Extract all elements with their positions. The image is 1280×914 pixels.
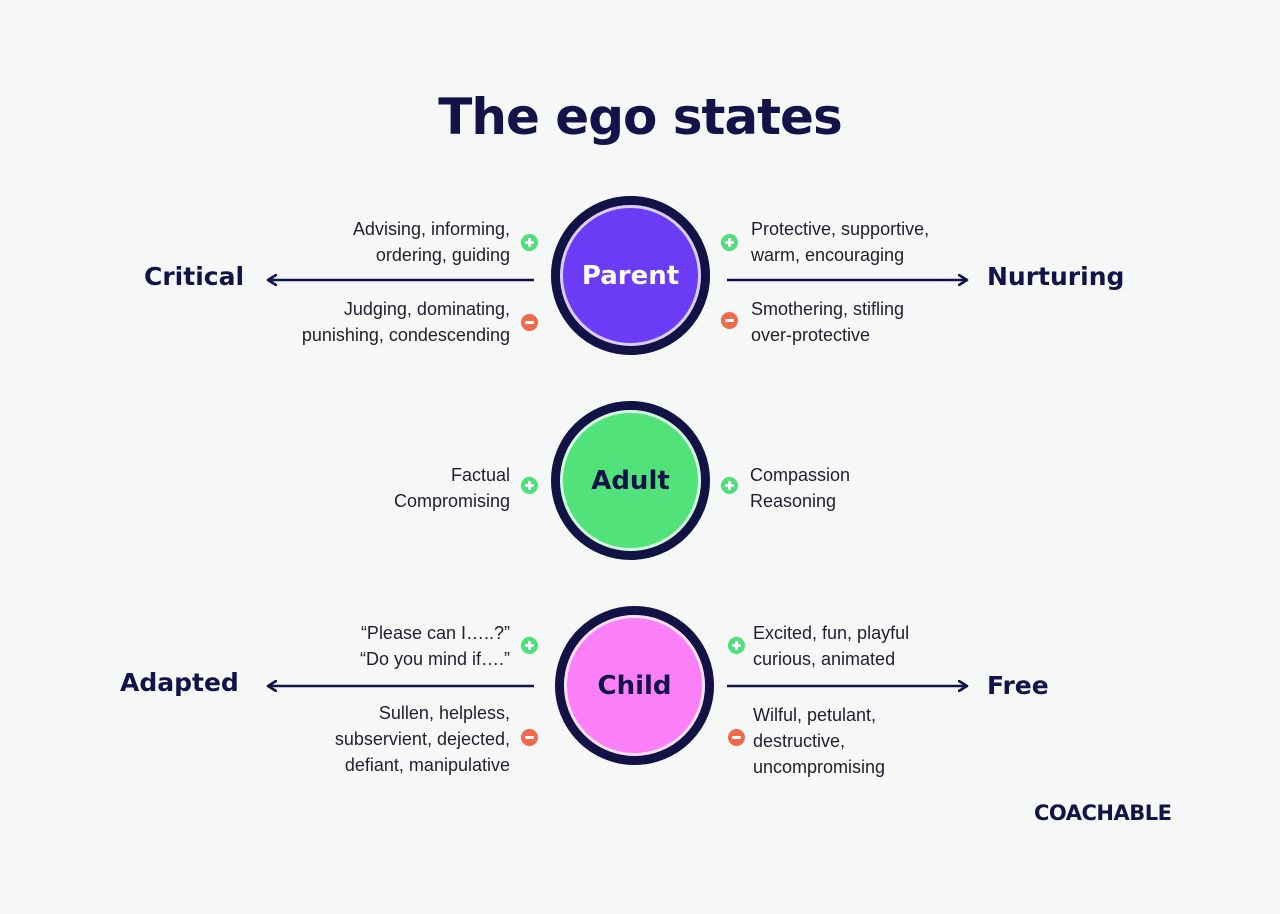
adult-circle: Adult bbox=[551, 401, 710, 560]
child-right-positive-text: Excited, fun, playful curious, animated bbox=[753, 623, 910, 669]
parent-right-negative-text: Smothering, stifling over-protective bbox=[751, 299, 905, 345]
adult-right-positive-text: Compassion Reasoning bbox=[750, 465, 851, 511]
parent-left-positive-text: Advising, informing, ordering, guiding bbox=[352, 219, 510, 265]
minus-icon bbox=[521, 729, 538, 746]
adult-label: Adult bbox=[591, 465, 670, 496]
plus-icon bbox=[728, 637, 745, 654]
adult-left-positive-text: Factual Compromising bbox=[393, 465, 510, 511]
plus-icon bbox=[721, 477, 738, 494]
child-left-positive-text: “Please can I…..?” “Do you mind if….” bbox=[359, 623, 510, 669]
parent-right-positive-text: Protective, supportive, warm, encouragin… bbox=[751, 219, 930, 265]
minus-icon bbox=[521, 314, 538, 331]
axis-label-critical: Critical bbox=[144, 262, 245, 291]
parent-circle: Parent bbox=[551, 196, 710, 355]
child-circle: Child bbox=[555, 606, 714, 765]
child-label: Child bbox=[597, 670, 672, 701]
axis-label-free: Free bbox=[987, 671, 1049, 700]
child-right-negative-text: Wilful, petulant, destructive, uncomprom… bbox=[753, 705, 886, 777]
plus-icon bbox=[521, 637, 538, 654]
parent-label: Parent bbox=[581, 260, 680, 291]
axis-label-adapted: Adapted bbox=[120, 668, 239, 697]
minus-icon bbox=[728, 729, 745, 746]
plus-icon bbox=[721, 234, 738, 251]
page-title: The ego states bbox=[438, 88, 842, 146]
minus-icon bbox=[721, 312, 738, 329]
child-left-negative-text: Sullen, helpless, subservient, dejected,… bbox=[334, 703, 510, 775]
axis-label-nurturing: Nurturing bbox=[987, 262, 1125, 291]
plus-icon bbox=[521, 234, 538, 251]
brand-logo: COACHABLE bbox=[1034, 801, 1172, 825]
plus-icon bbox=[521, 477, 538, 494]
parent-left-negative-text: Judging, dominating, punishing, condesce… bbox=[301, 299, 510, 345]
